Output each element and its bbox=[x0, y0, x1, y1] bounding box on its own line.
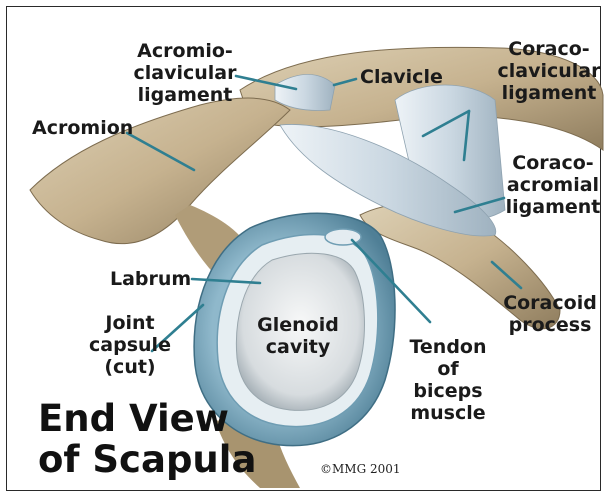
label-line: ligament bbox=[490, 82, 608, 104]
label-joint-capsule: Joint capsule (cut) bbox=[80, 312, 180, 378]
label-acromioclavicular-ligament: Acromio- clavicular ligament bbox=[120, 40, 250, 106]
label-line: cavity bbox=[250, 336, 346, 358]
label-line: Tendon bbox=[396, 336, 500, 358]
label-line: Joint bbox=[80, 312, 180, 334]
label-line: biceps bbox=[396, 380, 500, 402]
label-line: Coracoid bbox=[495, 292, 605, 314]
label-coracoacromial-ligament: Coraco- acromial ligament bbox=[498, 152, 608, 218]
label-line: ligament bbox=[498, 196, 608, 218]
label-coracoid-process: Coracoid process bbox=[495, 292, 605, 336]
label-line: ligament bbox=[120, 84, 250, 106]
label-line: Coraco- bbox=[490, 38, 608, 60]
copyright-notice: ©MMG 2001 bbox=[320, 462, 401, 476]
label-line: capsule bbox=[80, 334, 180, 356]
label-glenoid-cavity: Glenoid cavity bbox=[250, 314, 346, 358]
title-line: of Scapula bbox=[38, 439, 256, 480]
label-labrum: Labrum bbox=[110, 268, 191, 290]
label-line: clavicular bbox=[490, 60, 608, 82]
label-line: (cut) bbox=[80, 356, 180, 378]
label-line: of bbox=[396, 358, 500, 380]
label-coracoclavicular-ligament: Coraco- clavicular ligament bbox=[490, 38, 608, 104]
label-line: acromial bbox=[498, 174, 608, 196]
label-line: Acromio- bbox=[120, 40, 250, 62]
label-clavicle: Clavicle bbox=[360, 66, 443, 88]
label-biceps-tendon: Tendon of biceps muscle bbox=[396, 336, 500, 424]
label-line: process bbox=[495, 314, 605, 336]
label-acromion: Acromion bbox=[32, 117, 133, 139]
label-line: muscle bbox=[396, 402, 500, 424]
diagram-title: End View of Scapula bbox=[38, 398, 256, 480]
label-line: Glenoid bbox=[250, 314, 346, 336]
label-line: clavicular bbox=[120, 62, 250, 84]
label-line: Coraco- bbox=[498, 152, 608, 174]
title-line: End View bbox=[38, 398, 256, 439]
